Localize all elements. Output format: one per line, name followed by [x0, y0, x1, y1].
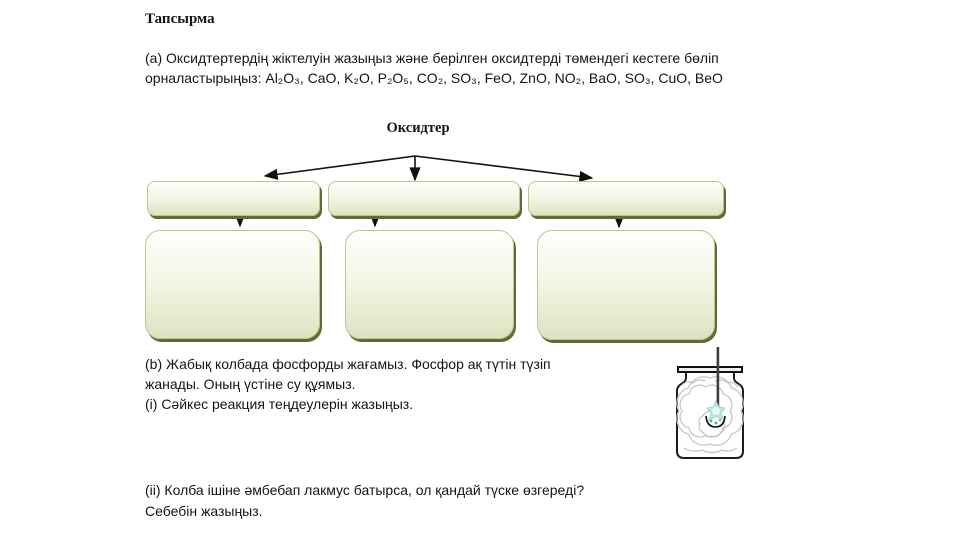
task-ii-line-2: Себебін жазыңыз. [145, 503, 263, 519]
jar-illustration [676, 347, 744, 459]
spoon-rod [716, 347, 720, 423]
answer-box-1 [145, 230, 320, 339]
answer-box-2 [345, 230, 514, 339]
category-box-2 [328, 181, 520, 216]
task-b-line-2: жанады. Оның үстіне су құямыз. [145, 376, 356, 392]
diagram-title: Оксидтер [386, 120, 450, 136]
task-a-line-2: орналастырыңыз: Al₂O₃, CaO, K₂O, P₂O₅, C… [145, 70, 723, 86]
category-box-1 [147, 181, 320, 216]
flame-glow [706, 400, 726, 425]
task-b-line-1: (b) Жабық колбада фосфорды жағамыз. Фосф… [145, 356, 551, 372]
jar-lid [677, 366, 743, 373]
branch-arrow-right [414, 155, 594, 183]
category-box-3 [528, 181, 724, 216]
task-ii-line-1: (ii) Колба ішіне әмбебап лакмус батырса,… [145, 482, 585, 498]
page-title: Тапсырма [145, 11, 215, 27]
jar-body [676, 372, 744, 459]
branch-arrow-left [263, 155, 416, 180]
task-b-line-i: (i) Сәйкес реакция теңдеулерін жазыңыз. [145, 396, 414, 412]
task-a-line-1: (а) Оксидтертердің жіктелуін жазыңыз жән… [145, 50, 719, 66]
answer-box-3 [537, 230, 715, 340]
